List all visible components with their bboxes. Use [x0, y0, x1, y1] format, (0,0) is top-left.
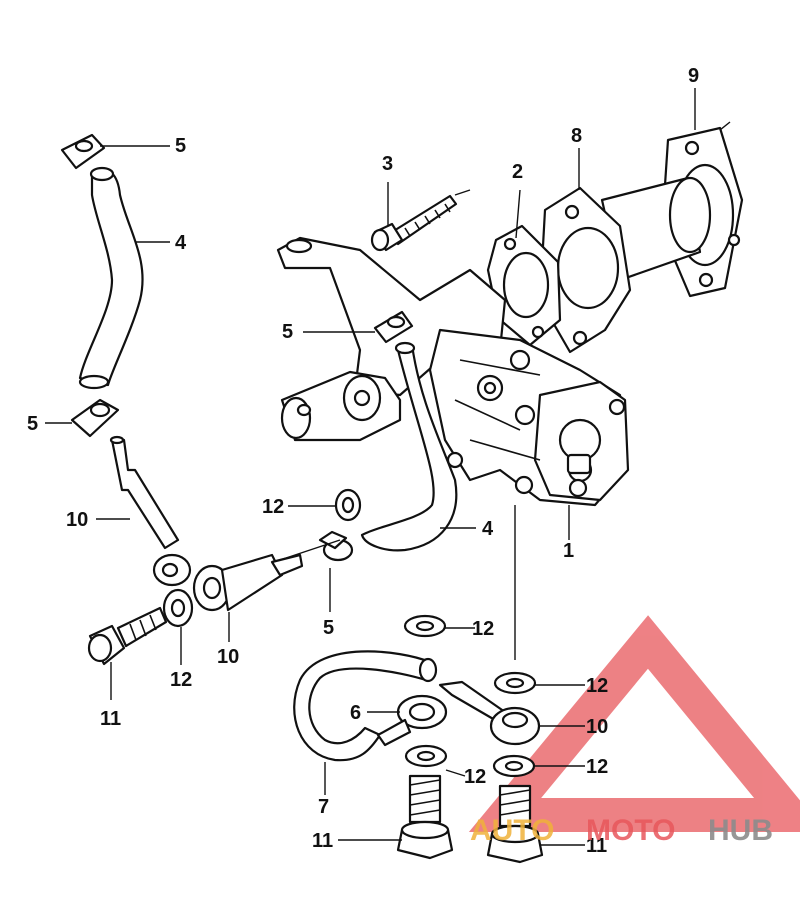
- cable-coupling: [280, 370, 402, 442]
- watermark-logo: [468, 615, 800, 832]
- callout-11-center: 11: [312, 830, 333, 852]
- banjo-fitting-10-right: [438, 680, 541, 746]
- alignment-lines: [279, 121, 731, 660]
- callout-4-middle: 4: [482, 518, 494, 540]
- gasket-2: [486, 224, 562, 347]
- watermark-moto: MOTO: [586, 814, 675, 847]
- banjo-fitting-10-vertical: [109, 435, 192, 587]
- callout-10-left: 10: [66, 509, 88, 531]
- callout-10-right: 10: [586, 716, 608, 738]
- callout-9: 9: [688, 65, 699, 87]
- banjo-fitting-10-horizontal: [192, 553, 304, 612]
- callout-3: 3: [382, 153, 393, 175]
- callout-12-right-top: 12: [586, 675, 608, 697]
- callout-4-upper: 4: [175, 232, 187, 254]
- bolt-11-center: [396, 774, 454, 860]
- callout-2: 2: [512, 161, 523, 183]
- callout-12-center-top: 12: [472, 618, 494, 640]
- clamp-5-top: [60, 133, 106, 170]
- callout-7: 7: [318, 796, 329, 818]
- watermark-wordmark: AUTO MOTO HUB: [470, 814, 773, 847]
- callout-11-right: 11: [586, 835, 607, 857]
- callout-8: 8: [571, 125, 582, 147]
- callout-5-left: 5: [27, 413, 38, 435]
- tube-flange-8: [538, 176, 712, 354]
- oil-pump-assembly-1: [428, 328, 630, 507]
- banjo-fitting-6: [376, 694, 448, 747]
- callout-5-mid: 5: [282, 321, 293, 343]
- bolt-11-left: [87, 606, 168, 666]
- callout-12-left: 12: [170, 669, 192, 691]
- callout-6: 6: [350, 702, 361, 724]
- washer-12-center-bottom: [404, 744, 448, 768]
- bolt-3: [370, 194, 458, 252]
- callout-labels: 3 2 8 9 5 4 5 5 10 12 4 1 5 10 12 11 12 …: [27, 65, 699, 857]
- washer-12-mid: [334, 488, 362, 522]
- washer-12-center-top: [403, 614, 447, 638]
- clamp-5-left: [70, 398, 120, 438]
- callout-11-left: 11: [100, 708, 121, 730]
- hose-4-upper: [78, 166, 144, 390]
- watermark-auto: AUTO: [470, 814, 554, 847]
- clamp-5-mid: [373, 310, 414, 344]
- watermark-hub: HUB: [708, 814, 773, 847]
- washer-12-right-top: [493, 671, 537, 695]
- washer-12-right-bottom: [492, 754, 536, 778]
- clamp-5-lower: [318, 530, 354, 562]
- callout-10-bottom: 10: [217, 646, 239, 668]
- callout-5-lower: 5: [323, 617, 334, 639]
- callout-12-right-bottom: 12: [586, 756, 608, 778]
- callout-1: 1: [563, 540, 574, 562]
- washer-12-left: [162, 588, 194, 628]
- leader-lines: [45, 88, 696, 846]
- callout-5-top: 5: [175, 135, 186, 157]
- callout-12-mid: 12: [262, 496, 284, 518]
- callout-12-center-bottom: 12: [464, 766, 486, 788]
- hose-4-middle: [360, 341, 458, 552]
- bolt-11-right: [486, 784, 544, 864]
